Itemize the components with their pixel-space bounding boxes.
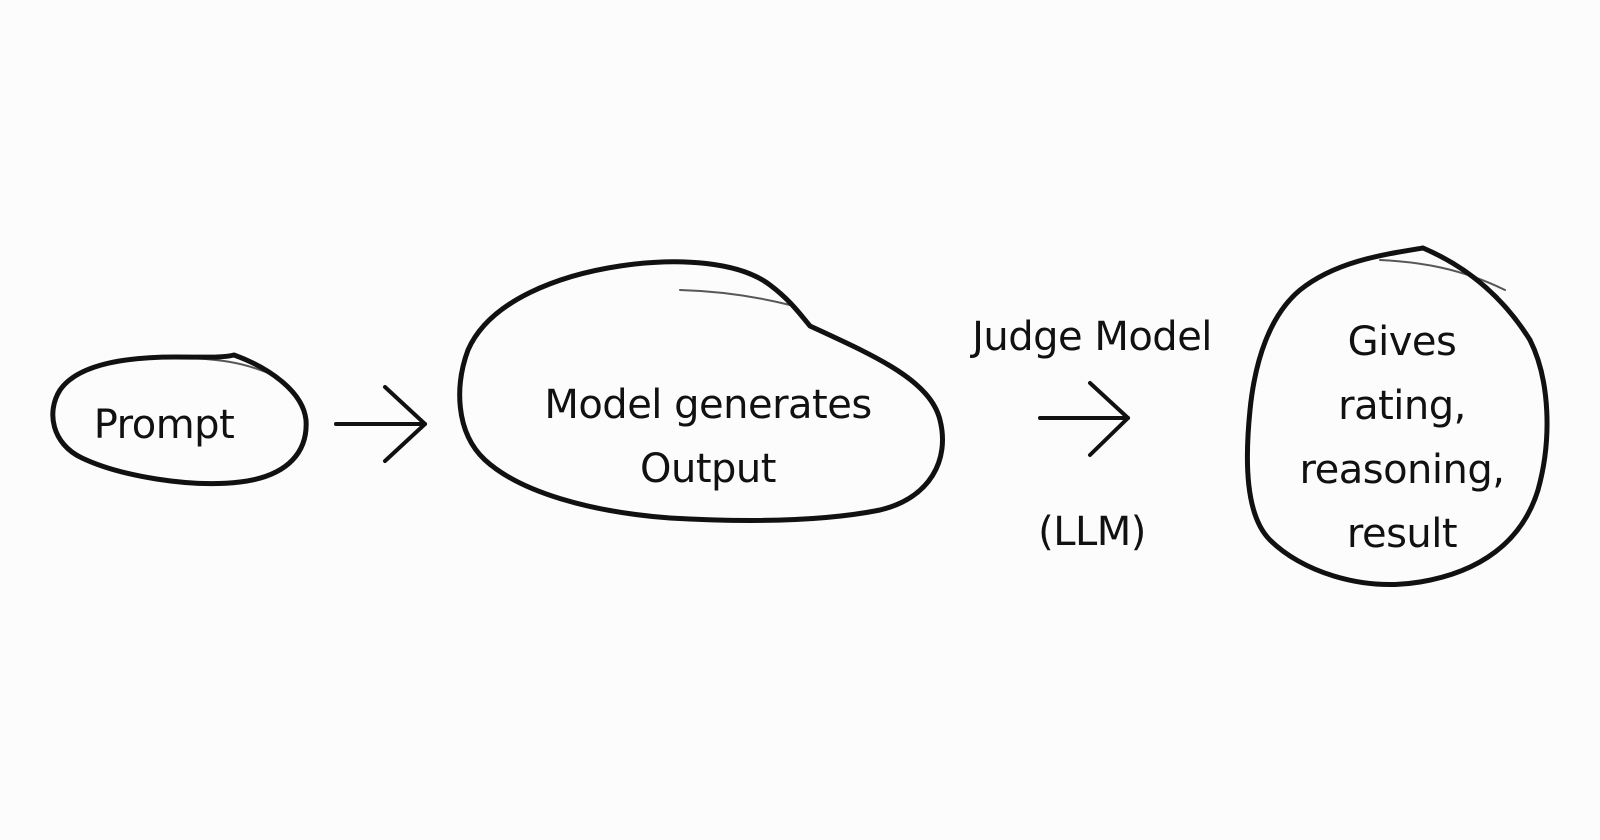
result-line-2: rating,	[1338, 383, 1466, 429]
judge-model-label: Judge Model	[972, 314, 1212, 360]
prompt-node: Prompt	[94, 393, 235, 457]
llm-label: (LLM)	[1038, 509, 1146, 555]
arrow-model-to-result	[1038, 381, 1130, 457]
model-output-node: Model generates Output	[544, 373, 872, 501]
result-line-3: reasoning,	[1299, 447, 1505, 493]
prompt-label: Prompt	[93, 402, 235, 448]
model-output-line-2: Output	[640, 446, 776, 492]
result-line-1: Gives	[1347, 319, 1457, 365]
model-output-line-1: Model generates	[544, 382, 872, 428]
result-node: Gives rating, reasoning, result	[1300, 310, 1505, 566]
result-line-4: result	[1346, 511, 1458, 557]
prompt-node-outline	[50, 352, 309, 487]
arrow-prompt-to-model	[334, 385, 427, 463]
result-node-outline	[1244, 245, 1550, 587]
model-output-node-outline	[457, 259, 945, 523]
